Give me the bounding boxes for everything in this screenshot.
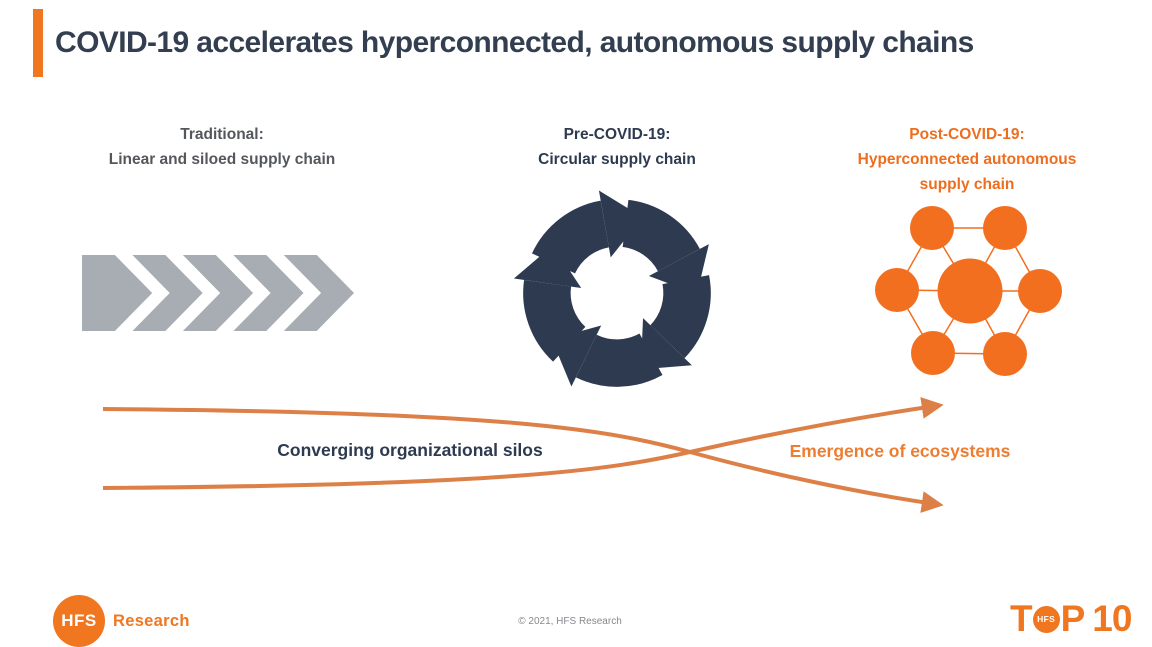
heading-traditional-line2: Linear and siloed supply chain (108, 151, 336, 168)
copyright-text: © 2021, HFS Research (518, 616, 622, 627)
title-accent-bar (33, 9, 43, 77)
hfs-logo-circle: HFS (53, 595, 105, 647)
flow-line-top-to-bottom (102, 407, 944, 513)
heading-pre-covid: Pre-COVID-19: Circular supply chain (467, 122, 767, 172)
label-converging-silos: Converging organizational silos (277, 440, 543, 460)
top10-hfs-circle-icon: HFS (1032, 605, 1060, 633)
flow-line-bottom-to-top (102, 397, 944, 490)
hfs-logo-wordmark: Research (113, 612, 190, 630)
top10-number: 10 (1092, 598, 1132, 639)
heading-traditional: Traditional: Linear and siloed supply ch… (62, 122, 382, 172)
top10-letter-t: T (1010, 598, 1033, 639)
heading-pre-covid-line2: Circular supply chain (538, 151, 696, 168)
top10-letter-p: P (1060, 598, 1086, 639)
top10-logo: T HFS P 10 (1010, 598, 1132, 639)
circular-arrows-icon (513, 190, 711, 387)
linear-chevron-arrows-icon (82, 255, 354, 331)
network-nodes-icon (875, 206, 1062, 376)
heading-post-covid: Post-COVID-19: Hyperconnected autonomous… (817, 122, 1117, 197)
crossing-flow-arrows (102, 397, 944, 513)
hfs-research-logo: HFS Research (53, 595, 273, 647)
heading-post-covid-line3: supply chain (919, 176, 1015, 193)
heading-post-covid-line2: Hyperconnected autonomous (857, 151, 1077, 168)
label-emergence-ecosystems: Emergence of ecosystems (789, 441, 1011, 461)
heading-traditional-line1: Traditional: (180, 126, 264, 143)
slide-title: COVID-19 accelerates hyperconnected, aut… (55, 26, 974, 59)
heading-pre-covid-line1: Pre-COVID-19: (563, 126, 671, 143)
heading-post-covid-line1: Post-COVID-19: (909, 126, 1025, 143)
